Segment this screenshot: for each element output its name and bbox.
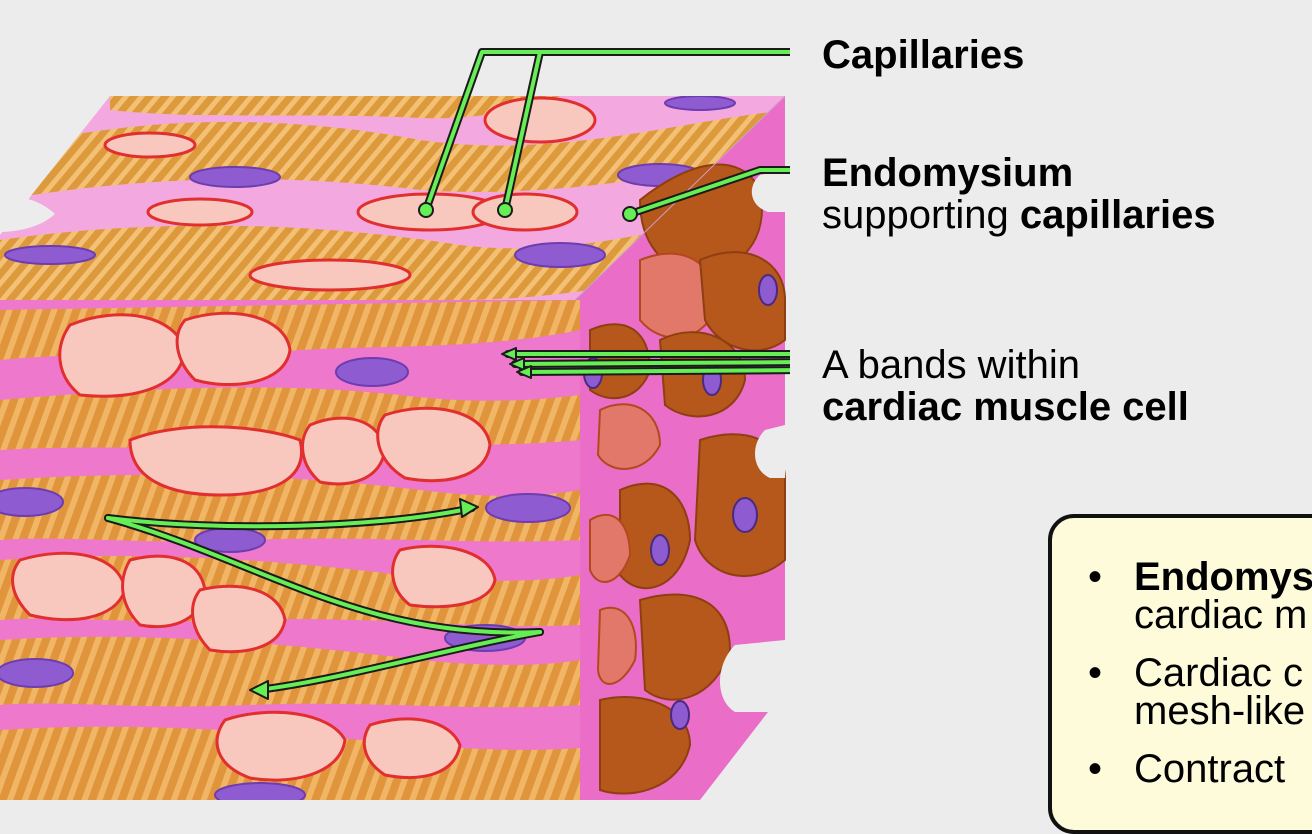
capillaries-label: Capillaries	[822, 33, 1025, 77]
cardiac-tissue-illustration	[0, 48, 790, 800]
leader-lines	[104, 48, 790, 700]
block-side-face	[575, 96, 786, 800]
note-item-3: Contract	[1088, 749, 1312, 789]
block-front-face	[0, 300, 580, 800]
